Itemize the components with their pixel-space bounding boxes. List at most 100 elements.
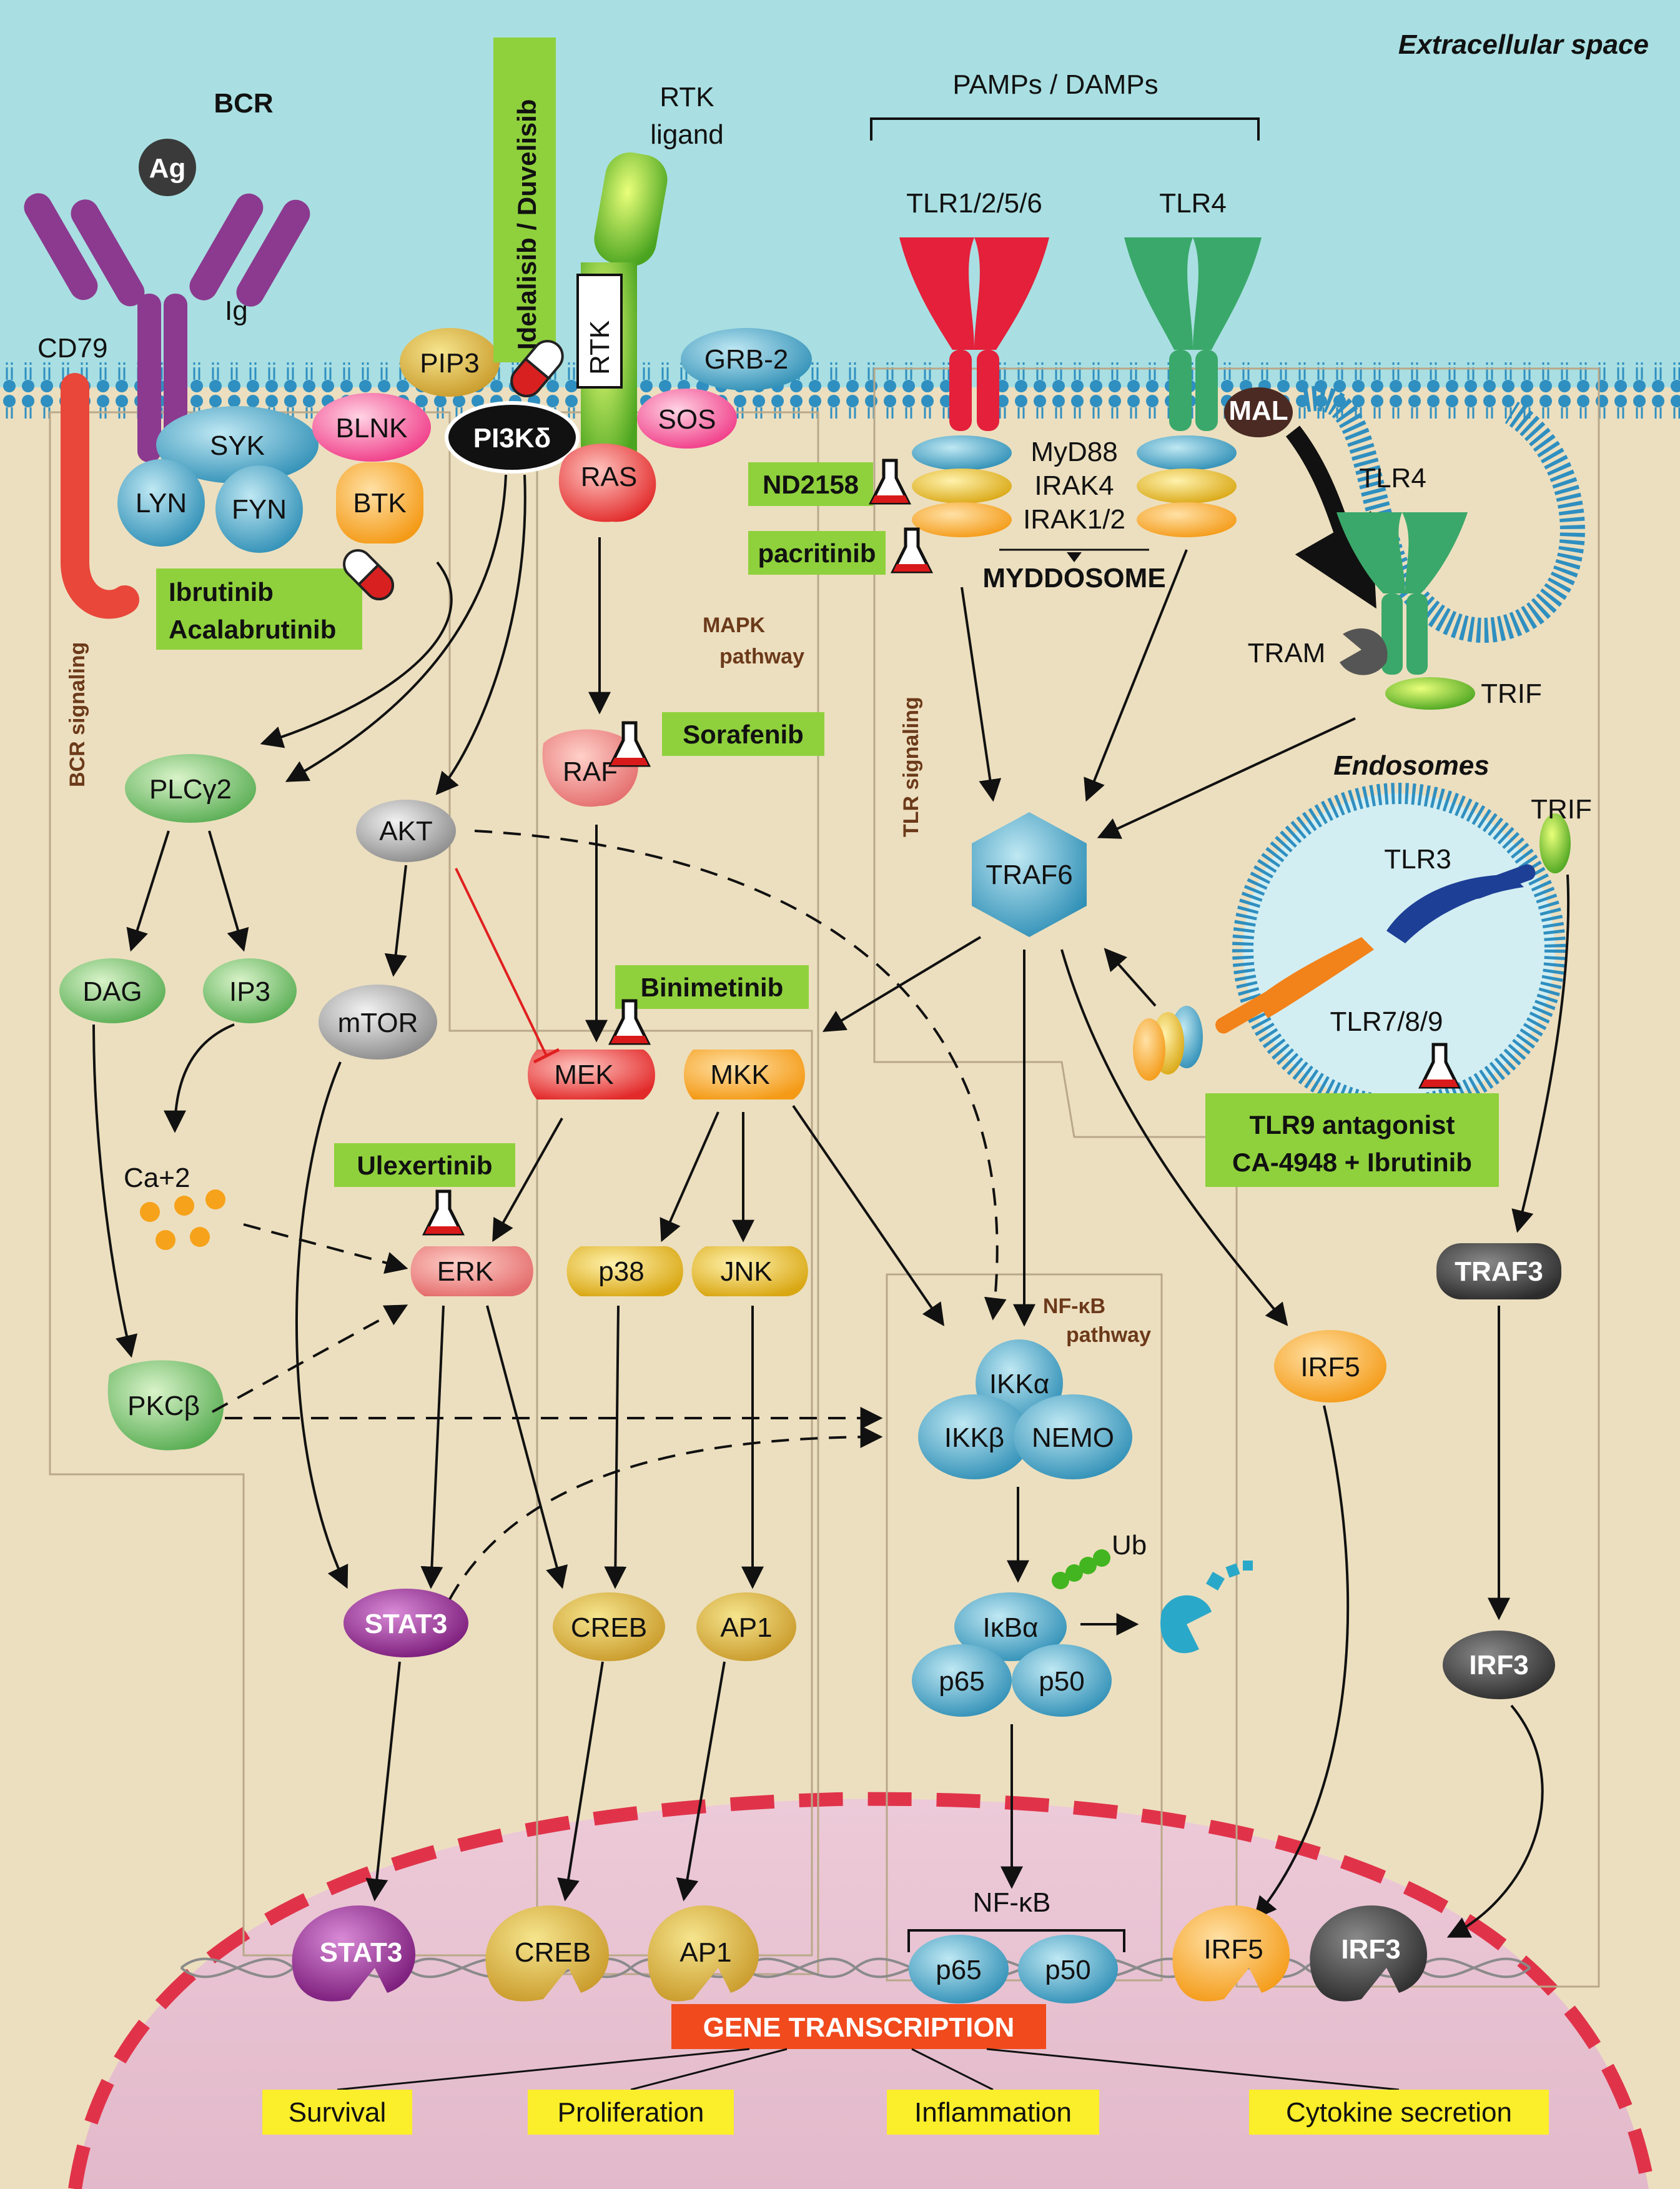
trif-surface-node xyxy=(1385,677,1475,710)
irf3-label: IRF3 xyxy=(1469,1650,1528,1680)
bcr-signaling-region xyxy=(49,411,813,1957)
gene-transcription-label: GENE TRANSCRIPTION xyxy=(703,2012,1015,2043)
myd88-right xyxy=(1137,435,1237,470)
irak4-label: IRAK4 xyxy=(1034,470,1114,501)
irf5-label: IRF5 xyxy=(1300,1352,1360,1382)
plcg2-node xyxy=(125,754,256,823)
ap1-label: AP1 xyxy=(720,1612,772,1643)
ip3-label: IP3 xyxy=(229,976,270,1007)
p50-node xyxy=(1012,1644,1112,1717)
bcr-signaling-label: BCR signaling xyxy=(66,642,89,787)
cd79-chain xyxy=(61,373,139,619)
acalabrutinib-label: Acalabrutinib xyxy=(169,615,336,644)
tlr789-label: TLR7/8/9 xyxy=(1330,1006,1443,1037)
syk-label: SYK xyxy=(210,430,265,461)
mapk-label-2: pathway xyxy=(719,645,804,668)
endocytosis-arrow xyxy=(1285,425,1376,609)
p38-label: p38 xyxy=(598,1256,644,1287)
nucleus-ap1 xyxy=(648,1905,759,2002)
nucleus-irf3-label: IRF3 xyxy=(1341,1934,1400,1965)
pill-icon xyxy=(510,340,564,397)
tlr3-label: TLR3 xyxy=(1384,844,1451,875)
fyn-node xyxy=(215,465,303,553)
nucleus-irf5 xyxy=(1172,1905,1290,2002)
mal-label: MAL xyxy=(1228,395,1288,426)
erk-node xyxy=(410,1246,533,1296)
myd88-label: MyD88 xyxy=(1030,437,1117,467)
rtk-box xyxy=(576,274,623,389)
calcium-arrow-label: Ca+2 xyxy=(124,1163,190,1193)
plcg2-label: PLCγ2 xyxy=(149,774,232,805)
tlr9-drug-label-2: CA-4948 + Ibrutinib xyxy=(1232,1148,1472,1177)
rtk-label: RTK xyxy=(585,320,615,375)
endosome xyxy=(1232,783,1566,1116)
tram-node xyxy=(1340,628,1388,675)
creb-node xyxy=(553,1592,665,1661)
flask-icon xyxy=(608,721,651,767)
nucleus-p50-label: p50 xyxy=(1045,1955,1090,1985)
traf3-node xyxy=(1436,1243,1561,1299)
nfkb-region xyxy=(886,1273,1163,1982)
pacritinib-box xyxy=(748,531,886,575)
raf-node xyxy=(542,729,638,807)
creb-label: CREB xyxy=(571,1612,647,1643)
trif-endo-label: TRIF xyxy=(1531,794,1592,825)
irak4-right xyxy=(1137,469,1237,504)
mkk-label: MKK xyxy=(710,1060,769,1090)
syk-node xyxy=(156,406,319,484)
ibrutinib-box xyxy=(156,568,362,650)
binimetinib-box xyxy=(615,965,809,1009)
bcr-label: BCR xyxy=(214,88,273,119)
erk-label: ERK xyxy=(437,1256,493,1287)
sos-label: SOS xyxy=(658,404,716,435)
traf6-label: TRAF6 xyxy=(986,860,1072,890)
tlr3-receptor xyxy=(1386,864,1536,943)
nucleus-creb xyxy=(485,1905,609,2002)
nucleus-p65-label: p65 xyxy=(936,1955,981,1985)
endocytic-pocket xyxy=(1302,385,1585,643)
mtor-label: mTOR xyxy=(338,1008,418,1038)
sorafenib-box xyxy=(662,712,824,756)
ras-label: RAS xyxy=(581,462,637,492)
trif-surface-label: TRIF xyxy=(1481,678,1542,709)
irak12-left xyxy=(912,502,1012,537)
mal-node xyxy=(1224,387,1293,437)
pacritinib-label: pacritinib xyxy=(758,539,876,568)
grb2-node xyxy=(681,328,812,390)
outcome-cytokine-box xyxy=(1249,2090,1549,2135)
trif-endo-node xyxy=(1539,813,1571,873)
myddosome-arrowhead xyxy=(1067,552,1082,562)
mtor-node xyxy=(319,985,437,1060)
nucleus-irf5-label: IRF5 xyxy=(1203,1934,1263,1965)
sorafenib-label: Sorafenib xyxy=(683,720,804,749)
nucleus-stat3 xyxy=(292,1905,415,2002)
akt-node xyxy=(356,800,456,862)
btk-pill-icon xyxy=(343,549,394,600)
outcome-lines xyxy=(337,2048,1400,2091)
tlr1256-receptor xyxy=(899,237,1049,431)
rtk-ligand-label-1: RTK xyxy=(660,82,714,112)
dag-node xyxy=(59,958,166,1023)
mek-label: MEK xyxy=(554,1060,613,1090)
flask-icon xyxy=(422,1189,465,1236)
nfkb-pathway-label-2: pathway xyxy=(1066,1323,1151,1347)
outcome-proliferation: Proliferation xyxy=(558,2097,704,2128)
calcium-ions xyxy=(140,1189,225,1250)
blnk-label: BLNK xyxy=(336,413,408,444)
pkcb-label: PKCβ xyxy=(127,1391,200,1421)
tlr4-surface-receptor xyxy=(1124,237,1262,431)
tlr9-drug-label-1: TLR9 antagonist xyxy=(1249,1110,1455,1139)
ikkb-node xyxy=(918,1394,1030,1479)
pamps-label: PAMPs / DAMPs xyxy=(952,69,1158,100)
p65-node xyxy=(912,1644,1012,1717)
ulexertinib-box xyxy=(334,1143,515,1187)
tram-label: TRAM xyxy=(1248,638,1326,668)
cd79-label: CD79 xyxy=(37,333,108,364)
irf3-node xyxy=(1443,1631,1555,1699)
ikka-label: IKKα xyxy=(989,1369,1049,1399)
ikkb-label: IKKβ xyxy=(944,1422,1004,1453)
ulexertinib-label: Ulexertinib xyxy=(357,1151,492,1180)
tlr789-receptor xyxy=(1215,937,1374,1034)
endosomes-label: Endosomes xyxy=(1333,750,1489,781)
